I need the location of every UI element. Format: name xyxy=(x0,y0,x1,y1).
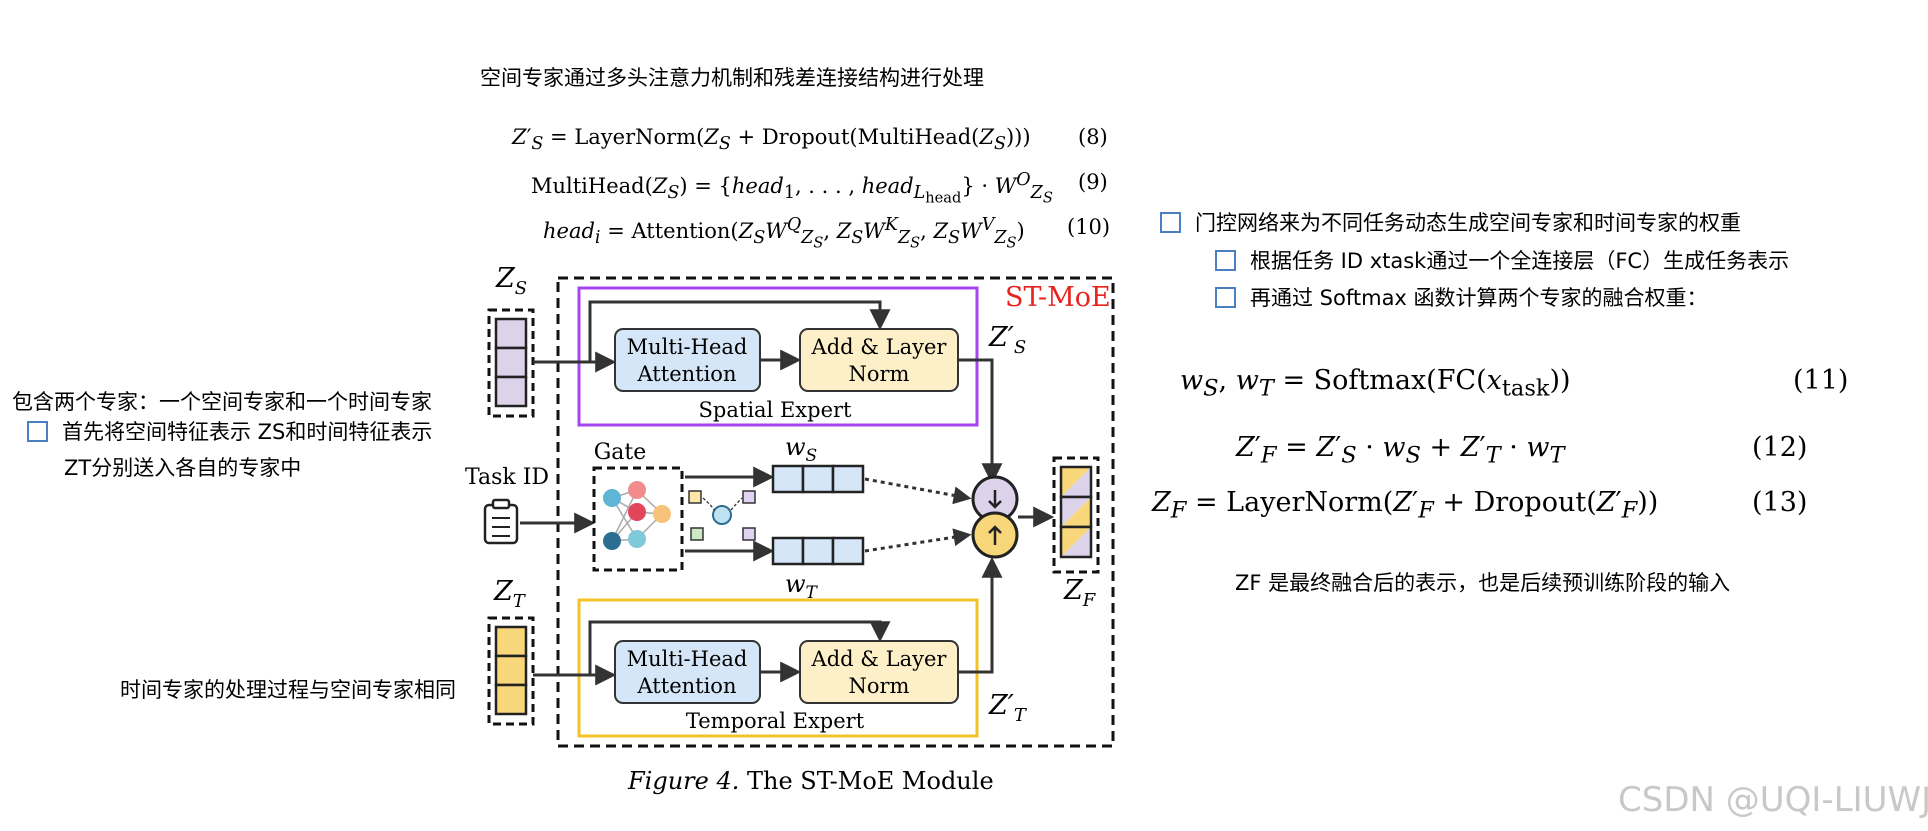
gate-box xyxy=(592,466,684,572)
equation-13: ZF = LayerNorm(Z′F + Dropout(Z′F)) xyxy=(1152,487,1659,524)
zt-prime-label: Z′T xyxy=(988,690,1028,726)
checkbox[interactable] xyxy=(1215,287,1236,308)
note-two-experts: 包含两个专家：一个空间专家和一个时间专家 xyxy=(12,390,432,414)
equation-12: Z′F = Z′S · wS + Z′T · wT xyxy=(1236,432,1565,469)
checkbox[interactable] xyxy=(27,421,48,442)
equation-number-8: (8) xyxy=(1078,125,1108,149)
zt-cell xyxy=(494,625,528,658)
equation-number-12: (12) xyxy=(1752,432,1808,463)
note-fc-text: 根据任务 ID xtask通过一个全连接层（FC）生成任务表示 xyxy=(1250,249,1790,273)
zs-stack xyxy=(494,317,528,408)
zs-label: ZS xyxy=(495,263,527,299)
spatial-residual-arrow xyxy=(588,300,891,362)
st-moe-border xyxy=(556,276,1115,748)
checkbox[interactable] xyxy=(1160,212,1181,233)
note-gate-text: 门控网络来为不同任务动态生成空间专家和时间专家的权重 xyxy=(1195,211,1741,235)
figure-caption: Figure 4. The ST-MoE Module xyxy=(628,767,994,795)
wt-to-merge-arrow xyxy=(864,528,972,553)
temporal-residual-arrow xyxy=(588,620,891,675)
figure-caption-text: The ST-MoE Module xyxy=(739,767,994,795)
equation-number-10: (10) xyxy=(1067,215,1111,239)
heading: 空间专家通过多头注意力机制和残差连接结构进行处理 xyxy=(480,66,984,90)
zs-prime-to-merge-arrow xyxy=(958,358,1003,485)
zt-stack-border xyxy=(487,616,535,726)
temporal-expert-label: Temporal Expert xyxy=(686,709,865,733)
note-final: ZF 是最终融合后的表示，也是后续预训练阶段的输入 xyxy=(1235,571,1731,595)
temporal-expert-box xyxy=(577,598,979,738)
equation-number-9: (9) xyxy=(1078,170,1108,194)
note-temporal-same: 时间专家的处理过程与空间专家相同 xyxy=(120,678,456,702)
ws-label: wS xyxy=(785,433,817,466)
equation-9: MultiHead(ZS) = {head1, . . . , headLhea… xyxy=(531,170,1053,207)
zs-prime-label: Z′S xyxy=(988,322,1026,358)
ws-vector xyxy=(771,464,865,494)
note-first-send-text: 首先将空间特征表示 ZS和时间特征表示 xyxy=(62,420,433,444)
note-softmax: 再通过 Softmax 函数计算两个专家的融合权重： xyxy=(1215,282,1708,312)
temporal-addnorm-line1: Add & Layer xyxy=(811,647,948,671)
merge-operator xyxy=(971,475,1019,559)
spatial-mha-line2: Attention xyxy=(637,362,737,386)
checkbox[interactable] xyxy=(1215,250,1236,271)
wt-label: wT xyxy=(785,570,819,603)
task-id-label: Task ID xyxy=(465,465,549,490)
routing-icon xyxy=(688,490,756,541)
note-first-send: 首先将空间特征表示 ZS和时间特征表示 xyxy=(27,416,432,446)
zt-cell xyxy=(494,654,528,687)
figure-caption-prefix: Figure 4. xyxy=(628,767,740,795)
zs-cell xyxy=(494,346,528,379)
up-arrow-icon xyxy=(988,525,1002,545)
zf-label: ZF xyxy=(1063,575,1097,611)
zs-cell xyxy=(494,317,528,350)
zf-cell xyxy=(1059,495,1093,529)
neural-network-icon xyxy=(603,481,671,550)
equation-8: Z′S = LayerNorm(ZS + Dropout(MultiHead(Z… xyxy=(512,125,1031,155)
note-gate: 门控网络来为不同任务动态生成空间专家和时间专家的权重 xyxy=(1160,207,1741,237)
equation-11: wS, wT = Softmax(FC(xtask)) xyxy=(1180,365,1571,402)
down-arrow-icon xyxy=(988,490,1002,509)
equation-10: headi = Attention(ZSWQZS, ZSWKZS, ZSWVZS… xyxy=(543,215,1025,252)
zf-stack xyxy=(1059,465,1093,559)
zt-prime-to-merge-arrow xyxy=(958,556,1003,674)
spatial-addnorm-line2: Norm xyxy=(849,362,910,386)
zs-cell xyxy=(494,375,528,408)
spatial-mha-line1: Multi-Head xyxy=(627,335,748,359)
note-zt-send: ZT分别送入各自的专家中 xyxy=(64,456,302,480)
zt-label: ZT xyxy=(493,576,527,612)
spatial-expert-label: Spatial Expert xyxy=(699,398,852,422)
temporal-addnorm-line2: Norm xyxy=(849,674,910,698)
equation-number-11: (11) xyxy=(1793,365,1849,396)
clipboard-icon xyxy=(483,498,519,545)
note-fc: 根据任务 ID xtask通过一个全连接层（FC）生成任务表示 xyxy=(1215,245,1789,275)
zt-stack xyxy=(494,625,528,716)
zt-cell xyxy=(494,683,528,716)
st-moe-diagram: ST-MoE ZS Multi-Head Attention Add & Lay… xyxy=(465,263,1115,748)
gate-label: Gate xyxy=(594,440,647,465)
equation-number-13: (13) xyxy=(1752,487,1808,518)
st-moe-label: ST-MoE xyxy=(1005,282,1111,313)
temporal-mha-line2: Attention xyxy=(637,674,737,698)
spatial-expert-box xyxy=(577,286,979,427)
spatial-addnorm-line1: Add & Layer xyxy=(811,335,948,359)
zf-cell xyxy=(1059,525,1093,559)
watermark: CSDN @UQI-LIUWJ xyxy=(1618,780,1928,820)
zf-cell xyxy=(1059,465,1093,499)
note-softmax-text: 再通过 Softmax 函数计算两个专家的融合权重： xyxy=(1250,286,1708,310)
wt-vector xyxy=(771,536,865,566)
temporal-mha-line1: Multi-Head xyxy=(627,647,748,671)
ws-to-merge-arrow xyxy=(864,477,972,505)
